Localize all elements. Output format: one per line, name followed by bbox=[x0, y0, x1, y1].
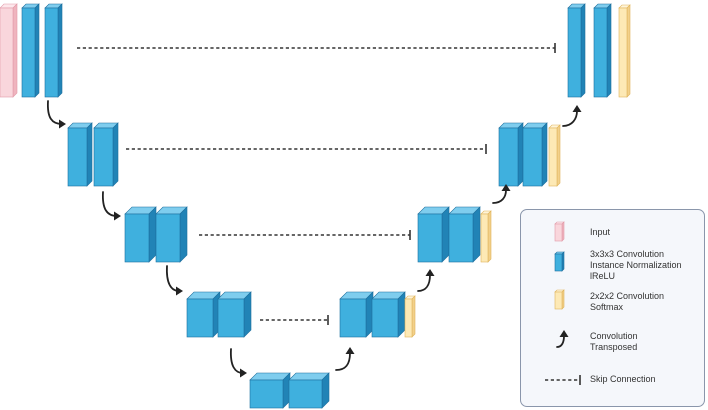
skip-connection-icon bbox=[545, 375, 581, 385]
legend: Input 3x3x3 Convolution Instance Normali… bbox=[520, 209, 705, 407]
encoder-4-block-2 bbox=[217, 291, 252, 338]
up-arrow-1 bbox=[335, 347, 355, 371]
up-arrow-2 bbox=[417, 269, 435, 292]
encoder-2-block-2 bbox=[93, 122, 119, 187]
encoder-1-block-2 bbox=[44, 3, 63, 98]
decoder-3-softmax-block bbox=[480, 210, 492, 263]
encoder-3-block-1 bbox=[124, 206, 157, 263]
curved-arrow-icon bbox=[556, 330, 569, 348]
up-arrow-3 bbox=[492, 184, 511, 204]
softmax-block-icon bbox=[554, 289, 565, 310]
skip-connections bbox=[77, 43, 556, 325]
skip-connection-1 bbox=[77, 43, 556, 53]
down-arrow-2 bbox=[102, 191, 121, 221]
legend-label-skip: Skip Connection bbox=[590, 374, 656, 384]
decoder-2-block-2 bbox=[522, 122, 548, 187]
decoder-4-softmax-block bbox=[404, 295, 416, 338]
legend-label-transposed: Convolution Transposed bbox=[590, 331, 638, 352]
transpose-arrows bbox=[47, 100, 582, 378]
output-softmax-block bbox=[618, 4, 631, 98]
decoder-3-block-2 bbox=[448, 206, 481, 263]
down-arrow-1 bbox=[47, 100, 66, 129]
down-arrow-3 bbox=[166, 265, 183, 296]
decoder-2-softmax-block bbox=[548, 124, 561, 187]
encoder-3-block-2 bbox=[155, 206, 188, 263]
legend-icons bbox=[545, 221, 581, 385]
skip-connection-4 bbox=[260, 315, 329, 325]
decoder-2-block-1 bbox=[498, 122, 524, 187]
skip-connection-2 bbox=[126, 144, 487, 154]
input-block bbox=[0, 3, 18, 98]
decoder-1-block-2 bbox=[593, 3, 612, 98]
up-arrow-4 bbox=[562, 105, 582, 127]
convolution-block-icon bbox=[554, 251, 565, 272]
bottleneck-block-2 bbox=[288, 372, 330, 409]
feature-map-blocks bbox=[0, 3, 631, 409]
decoder-3-block-1 bbox=[417, 206, 450, 263]
skip-connection-3 bbox=[199, 230, 411, 240]
decoder-4-block-1 bbox=[339, 291, 374, 338]
encoder-1-block-1 bbox=[21, 3, 40, 98]
bottleneck-block-1 bbox=[249, 372, 291, 409]
decoder-4-block-2 bbox=[371, 291, 406, 338]
encoder-4-block-1 bbox=[186, 291, 221, 338]
legend-label-input: Input bbox=[590, 227, 611, 237]
legend-label-softmax: 2x2x2 Convolution Softmax bbox=[590, 291, 665, 312]
input-block-icon bbox=[554, 221, 565, 242]
encoder-2-block-1 bbox=[67, 122, 93, 187]
decoder-1-block-1 bbox=[567, 3, 586, 98]
down-arrow-4 bbox=[230, 348, 247, 378]
legend-label-convolution: 3x3x3 Convolution Instance Normalization… bbox=[590, 249, 682, 281]
